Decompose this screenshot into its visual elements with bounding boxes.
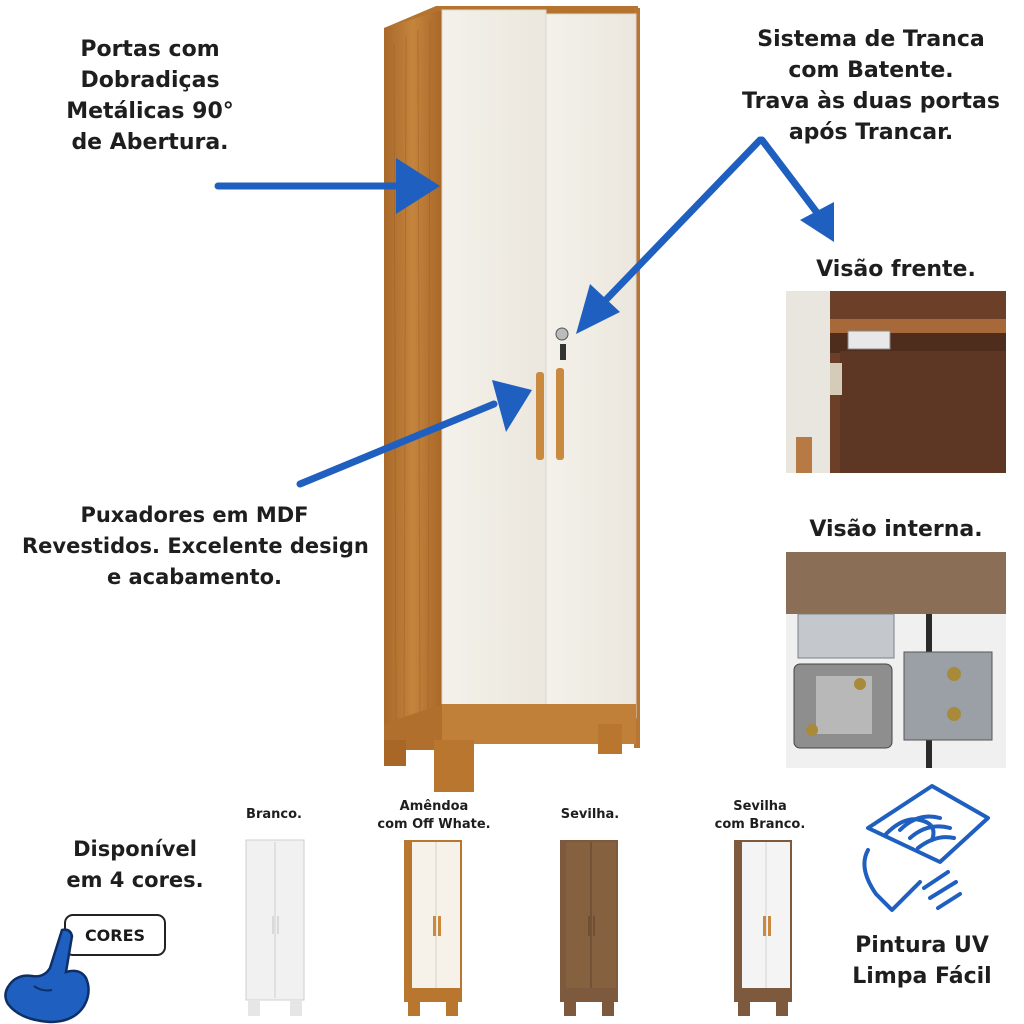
lock-arrowhead <box>576 284 620 334</box>
available-colors-text: Disponível em 4 cores. <box>66 837 204 892</box>
variant-4-image <box>734 840 792 1016</box>
handles-line-2: Revestidos. Excelente design <box>22 534 369 558</box>
handles-callout: Puxadores em MDF Revestidos. Excelente d… <box>22 500 369 593</box>
front-view-title: Visão frente. <box>816 257 976 282</box>
wipe-clean-icon <box>862 784 990 912</box>
handles-line-3: e acabamento. <box>106 565 283 589</box>
variant-1-name: Branco. <box>246 807 302 822</box>
inner-view-photo <box>786 552 1006 768</box>
cores-button[interactable]: CORES <box>64 914 166 956</box>
variant-1-image <box>245 839 305 1016</box>
lock-line-1: Sistema de Tranca <box>757 27 985 52</box>
lock-line-4: após Trancar. <box>788 120 954 145</box>
hinges-line-2: Dobradiças <box>80 68 220 93</box>
uv-paint-label: Pintura UV Limpa Fácil <box>852 933 992 989</box>
hinges-callout: Portas com Dobradiças Metálicas 90° de A… <box>40 34 260 158</box>
inner-view-title: Visão interna. <box>809 517 983 542</box>
front-arrowhead <box>800 202 834 242</box>
pointing-hand-icon <box>4 928 90 1024</box>
variant-2-image <box>404 840 462 1016</box>
variant-4-name: Sevilha com Branco. <box>714 799 806 832</box>
variant-3-image <box>560 840 618 1016</box>
hinges-line-3: Metálicas 90° <box>66 99 234 124</box>
hinges-line-4: de Abertura. <box>71 130 229 155</box>
variant-2-name: Amêndoa com Off Whate. <box>377 799 491 832</box>
lock-line-2: com Batente. <box>788 58 954 83</box>
variant-3-name: Sevilha. <box>560 807 620 822</box>
lock-callout: Sistema de Tranca com Batente. Trava às … <box>726 24 1016 148</box>
handles-line-1: Puxadores em MDF <box>80 503 309 527</box>
handles-arrowhead <box>492 380 532 432</box>
hinges-arrowhead <box>396 158 440 214</box>
hinges-line-1: Portas com <box>80 37 220 62</box>
lock-line-3: Trava às duas portas <box>742 89 1000 114</box>
front-view-photo <box>786 291 1006 473</box>
